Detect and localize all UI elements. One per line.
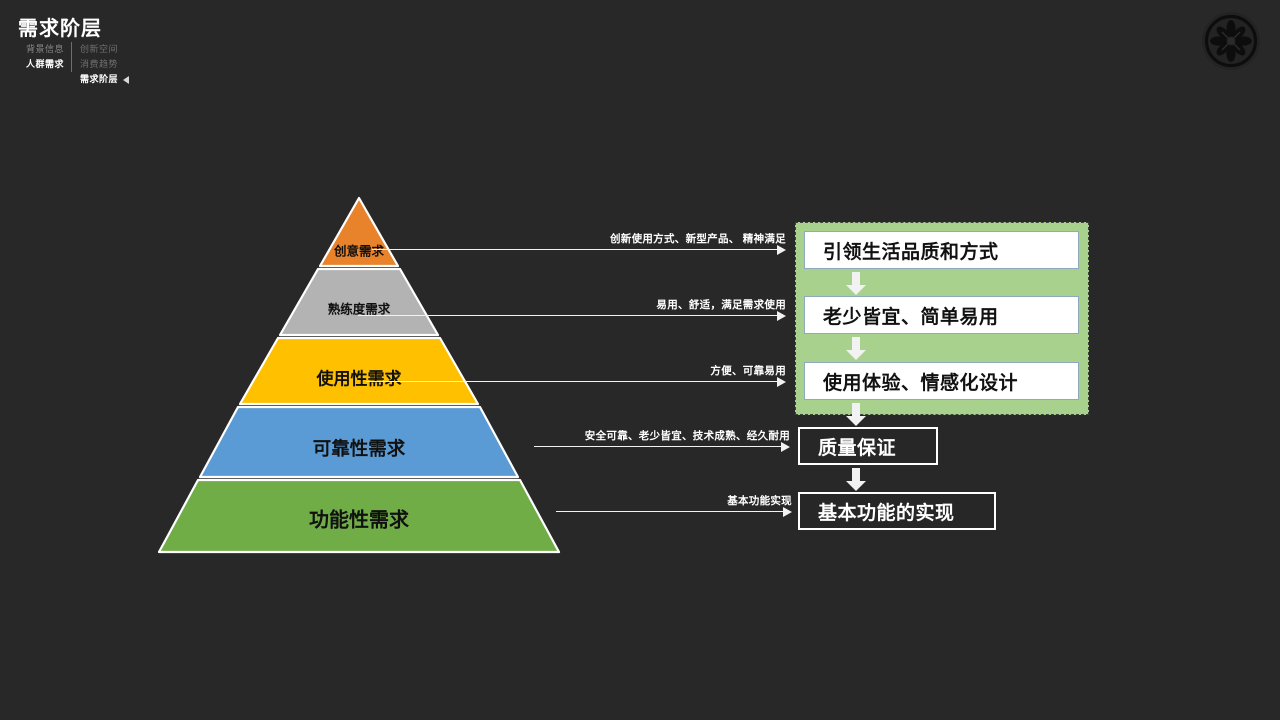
down-arrow-icon-4	[846, 468, 866, 491]
connector-line	[372, 249, 779, 251]
breadcrumb-item-needs-hierarchy[interactable]: 需求阶层	[80, 72, 130, 87]
arrow-right-icon	[783, 506, 792, 517]
outcome-box-lifestyle[interactable]: 引领生活品质和方式	[804, 231, 1079, 269]
connector-line	[534, 446, 783, 448]
outcome-box-quality-assurance[interactable]: 质量保证	[798, 427, 938, 465]
caret-left-icon	[123, 75, 130, 84]
pyramid-tier-usability	[238, 336, 480, 406]
needs-pyramid: 创意需求 熟练度需求 使用性需求 可靠性需求 功能性需求	[138, 196, 582, 556]
pyramid-tier-reliability	[198, 405, 520, 479]
connector-creative: 创新使用方式、新型产品、 精神满足	[372, 233, 788, 257]
down-arrow-icon-3	[846, 403, 866, 426]
connector-line	[366, 381, 779, 383]
outcome-box-basic-function-label: 基本功能的实现	[818, 502, 955, 524]
outcome-box-basic-function[interactable]: 基本功能的实现	[798, 492, 996, 530]
breadcrumb-subsection-column: 创新空间 消费趋势 需求阶层	[72, 42, 130, 87]
breadcrumb-item-audience-needs[interactable]: 人群需求	[26, 59, 65, 69]
down-arrow-icon-2	[846, 337, 866, 360]
connector-label-proficiency: 易用、舒适，满足需求使用	[656, 299, 786, 311]
breadcrumb-section-column: 背景信息 人群需求	[26, 42, 73, 72]
connector-functional: 基本功能实现	[556, 495, 794, 519]
pyramid-tier-proficiency	[278, 267, 440, 337]
connector-line	[556, 511, 785, 513]
connector-reliability: 安全可靠、老少皆宜、技术成熟、经久耐用	[534, 430, 792, 454]
outcome-box-experience-design-label: 使用体验、情感化设计	[823, 372, 1019, 394]
connector-label-creative: 创新使用方式、新型产品、 精神满足	[609, 233, 786, 245]
connector-label-reliability: 安全可靠、老少皆宜、技术成熟、经久耐用	[584, 430, 790, 442]
arrow-right-icon	[777, 244, 786, 255]
breadcrumb-item-background[interactable]: 背景信息	[26, 44, 65, 54]
connector-line	[358, 315, 779, 317]
outcome-box-quality-assurance-label: 质量保证	[818, 437, 897, 459]
connector-proficiency: 易用、舒适，满足需求使用	[358, 299, 788, 323]
connector-label-usability: 方便、可靠易用	[710, 365, 786, 377]
breadcrumb-item-consumption-trend[interactable]: 消费趋势	[80, 59, 119, 69]
outcome-box-lifestyle-label: 引领生活品质和方式	[823, 241, 999, 263]
breadcrumb-item-innovation-space[interactable]: 创新空间	[80, 44, 119, 54]
arrow-right-icon	[777, 376, 786, 387]
connector-label-functional: 基本功能实现	[727, 495, 792, 507]
outcome-box-all-ages[interactable]: 老少皆宜、简单易用	[804, 296, 1079, 334]
arrow-right-icon	[777, 310, 786, 321]
pyramid-tier-functional	[157, 478, 561, 554]
outcome-box-all-ages-label: 老少皆宜、简单易用	[823, 306, 999, 328]
down-arrow-icon-1	[846, 272, 866, 295]
arrow-right-icon	[781, 441, 790, 452]
outcome-box-experience-design[interactable]: 使用体验、情感化设计	[804, 362, 1079, 400]
flower-emblem-logo[interactable]	[1200, 10, 1262, 72]
breadcrumb-item-needs-hierarchy-label: 需求阶层	[80, 74, 119, 84]
connector-usability: 方便、可靠易用	[366, 365, 788, 389]
breadcrumb: 背景信息 人群需求 创新空间 消费趋势 需求阶层	[26, 42, 130, 87]
page-title: 需求阶层	[18, 18, 102, 40]
